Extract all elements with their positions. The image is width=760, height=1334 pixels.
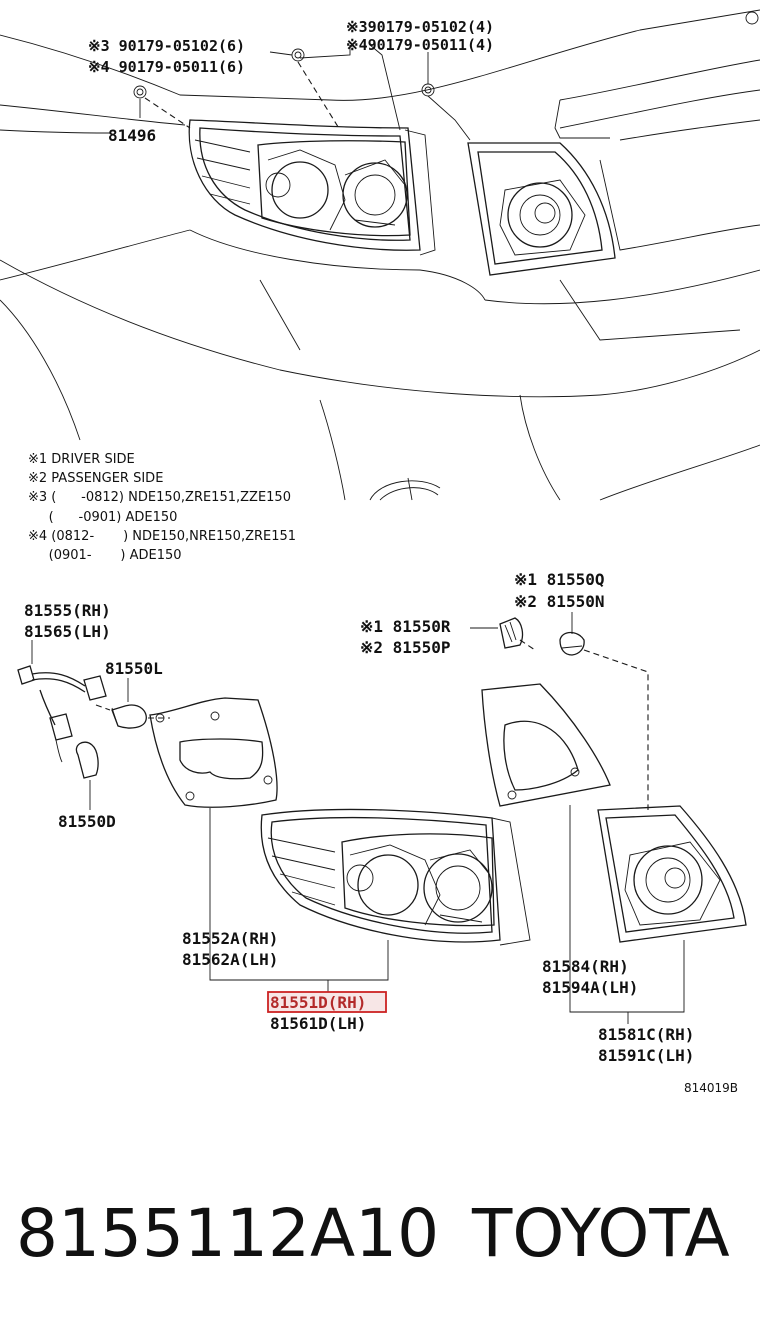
label-bulb-r: ※1 81550R bbox=[360, 617, 451, 636]
label-lid-gasket-rh: 81584(RH) bbox=[542, 957, 629, 976]
combination-lamp-assembly bbox=[260, 808, 531, 946]
label-group-top: ※3 90179-05102(6) ※4 90179-05011(6) ※390… bbox=[88, 18, 494, 145]
label-lamp-rh-highlighted[interactable]: 81551D(RH) bbox=[270, 993, 366, 1012]
label-screw-right-1: ※390179-05102(4) bbox=[346, 18, 494, 36]
vehicle-body-outline bbox=[0, 9, 760, 501]
caption-brand: TOYOTA bbox=[471, 1195, 730, 1272]
caption: 8155112A10 TOYOTA bbox=[16, 1195, 730, 1272]
note-line: ※2 PASSENGER SIDE bbox=[28, 471, 163, 486]
lid-lamp-assembly-top bbox=[467, 142, 616, 276]
label-screw-left-2: ※4 90179-05011(6) bbox=[88, 58, 245, 76]
label-bulb-l: 81550L bbox=[105, 659, 163, 678]
label-screw-left-1: ※3 90179-05102(6) bbox=[88, 37, 245, 55]
note-line: (0901- ) ADE150 bbox=[28, 548, 182, 563]
label-group-bottom: 81555(RH) 81565(LH) 81550L 81550D ※1 815… bbox=[24, 570, 738, 1095]
highlight-box bbox=[267, 991, 387, 1013]
label-socket-rh: 81555(RH) bbox=[24, 601, 111, 620]
leader-lines-bottom bbox=[31, 612, 685, 1024]
note-line: ※1 DRIVER SIDE bbox=[28, 452, 135, 467]
gasket-part bbox=[149, 697, 278, 808]
label-bulb-q: ※1 81550Q bbox=[514, 570, 604, 589]
label-lamp-lh: 81561D(LH) bbox=[270, 1014, 366, 1033]
socket-wire-harness bbox=[17, 665, 107, 763]
caption-part-number: 8155112A10 bbox=[16, 1195, 439, 1272]
diagram-reference: 814019B bbox=[684, 1081, 738, 1095]
bulb-icons bbox=[75, 617, 585, 779]
label-socket-lh: 81565(LH) bbox=[24, 622, 111, 641]
lid-lamp-assembly bbox=[597, 805, 747, 943]
leader-lines-top bbox=[139, 44, 471, 141]
tail-lamp-assembly-top bbox=[188, 119, 436, 256]
note-line: ( -0901) ADE150 bbox=[28, 510, 177, 525]
label-lid-gasket-lh: 81594A(LH) bbox=[542, 978, 638, 997]
label-screw-right-2: ※490179-05011(4) bbox=[346, 36, 494, 54]
notes-block: ※1 DRIVER SIDE ※2 PASSENGER SIDE ※3 ( -0… bbox=[28, 452, 296, 563]
label-bulb-d: 81550D bbox=[58, 812, 116, 831]
label-bulb-n: ※2 81550N bbox=[514, 592, 604, 611]
label-gasket-lh: 81562A(LH) bbox=[182, 950, 278, 969]
lid-gasket-part bbox=[481, 683, 611, 807]
label-lid-lamp-rh: 81581C(RH) bbox=[598, 1025, 694, 1044]
note-line: ※4 (0812- ) NDE150,NRE150,ZRE151 bbox=[28, 529, 296, 544]
label-gasket-rh: 81552A(RH) bbox=[182, 929, 278, 948]
label-clip: 81496 bbox=[108, 126, 156, 145]
label-lid-lamp-lh: 81591C(LH) bbox=[598, 1046, 694, 1065]
label-bulb-p: ※2 81550P bbox=[360, 638, 450, 657]
note-line: ※3 ( -0812) NDE150,ZRE151,ZZE150 bbox=[28, 490, 291, 505]
